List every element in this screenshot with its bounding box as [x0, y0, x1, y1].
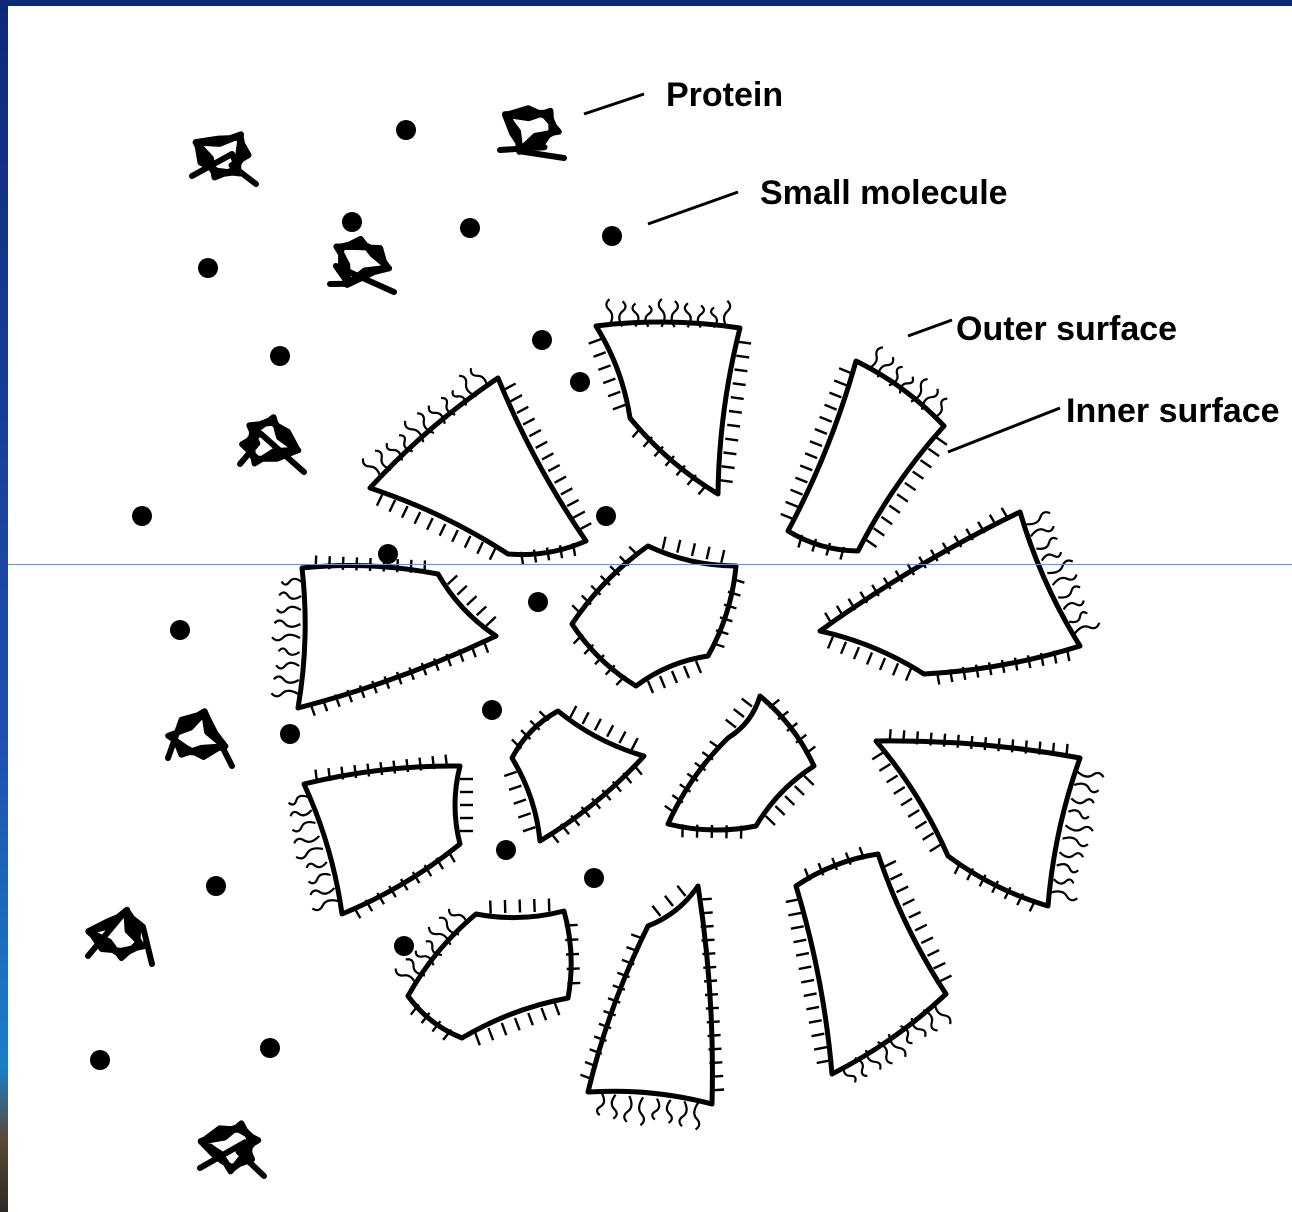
protein-label: Protein: [666, 76, 783, 114]
small-molecule-dot: [460, 218, 480, 238]
protein-coil: [330, 239, 394, 292]
inner-surface-label: Inner surface: [1066, 392, 1280, 430]
bead-center-right: [665, 696, 816, 839]
bead-particles: [271, 299, 1103, 1130]
protein-coil: [88, 910, 152, 964]
small-molecule-dot: [602, 226, 622, 246]
protein-coil: [200, 1123, 264, 1176]
bead-bottom-right: [786, 847, 952, 1082]
small-molecule-leader-line: [648, 192, 738, 224]
bead-center-left: [504, 706, 644, 843]
protein-coil: [500, 108, 564, 158]
small-molecule-dot: [584, 868, 604, 888]
small-molecule-dot: [396, 120, 416, 140]
small-molecule-dot: [496, 840, 516, 860]
protein-coil: [192, 134, 256, 184]
slide-frame-left: [0, 0, 8, 1212]
small-molecule-dot: [532, 330, 552, 350]
inner-surface-leader-line: [948, 408, 1060, 452]
bead-upper-left: [363, 368, 591, 565]
small-molecule-dot: [260, 1038, 280, 1058]
small-molecule-dot: [270, 346, 290, 366]
small-molecule-dot: [170, 620, 190, 640]
small-molecule-dot: [482, 700, 502, 720]
small-molecule-dot: [528, 592, 548, 612]
small-molecule-dot: [378, 544, 398, 564]
protein-coil: [168, 711, 232, 766]
small-molecule-dot: [198, 258, 218, 278]
outer-surface-leader-line: [908, 320, 952, 336]
slide-divider-line: [8, 564, 1292, 565]
bead-upper-right: [781, 347, 948, 559]
small-molecule-dot: [132, 506, 152, 526]
bead-lower-left: [289, 755, 473, 919]
gel-filtration-diagram: Protein Small molecule Outer surface Inn…: [8, 6, 1292, 1212]
small-molecule-dot: [394, 936, 414, 956]
outer-surface-label: Outer surface: [956, 310, 1177, 348]
small-molecule-dot: [596, 506, 616, 526]
protein-leader-line: [584, 94, 644, 114]
bead-bottom-left: [396, 899, 581, 1046]
bead-bottom: [580, 886, 724, 1130]
bead-lower-right: [872, 729, 1103, 911]
small-molecule-dot: [90, 1050, 110, 1070]
diagram-sheet: Protein Small molecule Outer surface Inn…: [8, 6, 1292, 1212]
small-molecule-dot: [342, 212, 362, 232]
bead-left: [271, 556, 496, 716]
bead-center: [572, 537, 744, 693]
small-molecule-dot: [206, 876, 226, 896]
protein-coil: [240, 417, 304, 472]
small-molecule-label: Small molecule: [760, 174, 1008, 212]
bead-top: [589, 299, 751, 494]
small-molecule-dot: [570, 372, 590, 392]
small-molecule-dot: [280, 724, 300, 744]
